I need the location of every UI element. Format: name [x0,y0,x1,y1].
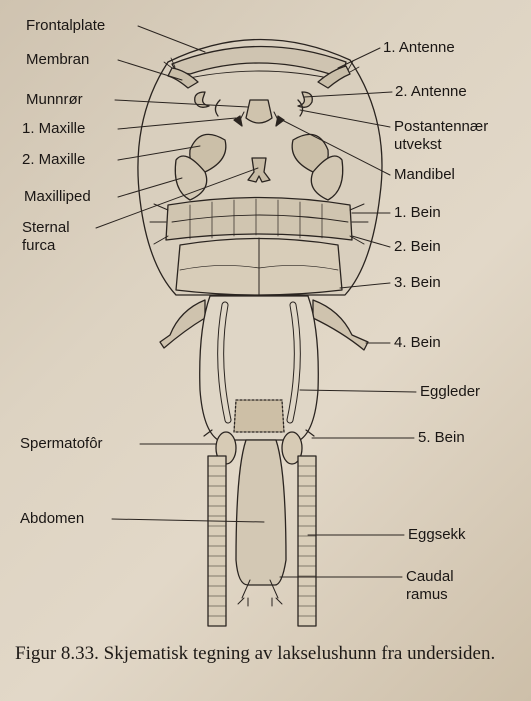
figure-caption: Figur 8.33. Skjematisk tegning av laksel… [15,641,525,666]
mouth-tube [246,100,272,123]
label-munnror: Munnrør [26,91,83,109]
label-sternal-furca: Sternal furca [22,219,70,255]
label-maxilliped: Maxilliped [24,188,91,206]
label-membran: Membran [26,51,89,69]
label-eggsekk: Eggsekk [408,526,466,544]
label-eggleder: Eggleder [420,383,480,401]
label-antenne-2: 2. Antenne [395,83,467,101]
label-maxille-2: 2. Maxille [22,151,85,169]
egg-string-right [298,456,316,626]
label-bein-2: 2. Bein [394,238,441,256]
egg-string-left [208,456,226,626]
label-maxille-1: 1. Maxille [22,120,85,138]
label-abdomen: Abdomen [20,510,84,528]
label-postantennaer-utvekst: Postantennær utvekst [394,118,488,154]
label-bein-5: 5. Bein [418,429,465,447]
spermatophore-area [234,400,284,432]
label-mandibel: Mandibel [394,166,455,184]
label-frontalplate: Frontalplate [26,17,105,35]
fourth-leg-right [313,300,368,350]
abdomen [236,440,286,585]
label-antenne-1: 1. Antenne [383,39,455,57]
fourth-leg-left [160,300,205,348]
label-bein-3: 3. Bein [394,274,441,292]
label-bein-4: 4. Bein [394,334,441,352]
label-spermatofor: Spermatofôr [20,435,103,453]
label-bein-1: 1. Bein [394,204,441,222]
label-caudal-ramus: Caudal ramus [406,568,454,604]
